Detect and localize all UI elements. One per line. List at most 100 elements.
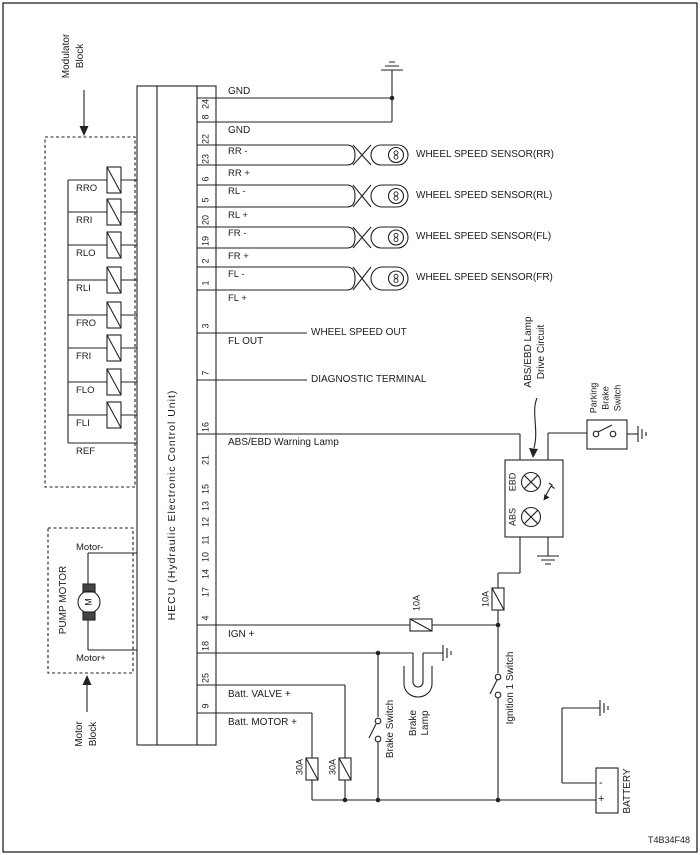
pin-number-6: 6 (200, 176, 211, 182)
motor-m-label: M (83, 598, 94, 606)
warning-lamp-circuit (216, 397, 647, 625)
fl-plus-label: FL + (228, 293, 247, 304)
brake-switch-label: Brake Switch (385, 699, 396, 759)
batt-valve-label: Batt. VALVE + (228, 689, 291, 700)
leader-line (533, 397, 538, 449)
ebd-label: EBD (507, 472, 518, 492)
wheel-speed-sensor-fr-label: WHEEL SPEED SENSOR(FR) (416, 272, 553, 283)
gnd-label-bottom: GND (228, 125, 251, 136)
fr-plus-label: FR + (228, 251, 249, 262)
pin-number-20: 20 (200, 214, 211, 226)
fuse-30a-motor-label: 30A (294, 758, 305, 776)
pin-number-2: 2 (200, 258, 211, 264)
pump-motor-block (47, 527, 137, 712)
pin-number-19: 19 (200, 235, 211, 247)
sensor-fr (216, 226, 409, 249)
fuse-30a-valve-label: 30A (327, 758, 338, 776)
arrowhead (79, 126, 89, 136)
pin-number-17: 17 (200, 586, 211, 598)
fuse-10a-lamp-label: 10A (480, 590, 491, 608)
sensor-rr (216, 144, 409, 166)
battery-plus-sign: + (598, 793, 605, 805)
pin-number-11: 11 (200, 535, 211, 545)
earth-ground-icon (381, 61, 403, 71)
fr-minus-label: FR - (228, 228, 247, 239)
arrowhead (82, 675, 92, 685)
ebd-lamp-icon (520, 471, 542, 493)
valve-label-fli: FLI (76, 418, 90, 429)
brake-lamp-label-2: Lamp (420, 710, 431, 736)
modulator-block (44, 90, 137, 488)
switch-contact (374, 717, 382, 725)
pin-number-15: 15 (200, 483, 211, 495)
fuse-10a-ign-label: 10A (411, 594, 422, 612)
switch-contact (494, 691, 502, 699)
gnd-label-top: GND (228, 86, 251, 97)
motor-minus-label: Motor- (76, 542, 104, 553)
twist-icon (352, 184, 372, 208)
modulator-block-label-1: Modulator (61, 33, 72, 79)
brush-icon (82, 583, 96, 593)
sensor-fl (216, 266, 409, 291)
pin-number-1: 1 (200, 280, 211, 286)
switch-contact (494, 673, 502, 681)
pump-motor-label: PUMP MOTOR (58, 565, 69, 635)
batt-motor-label: Batt. MOTOR + (228, 717, 297, 728)
abs-ebd-warning-lamp-label: ABS/EBD Warning Lamp (228, 437, 339, 448)
valve-label-rri: RRI (76, 215, 93, 226)
wheel-speed-sensor-fl-label: WHEEL SPEED SENSOR(FL) (416, 231, 552, 242)
pin-number-16: 16 (200, 421, 211, 433)
motor-block-label-1: Motor (74, 721, 85, 747)
pin-number-18: 18 (200, 640, 211, 652)
pin-number-3: 3 (200, 323, 211, 329)
pin-number-5: 5 (200, 197, 211, 203)
earth-ground-icon (599, 700, 609, 716)
pin-number-21: 21 (200, 454, 211, 466)
pin-number-10: 10 (200, 551, 211, 563)
doc-code: T4B34F48 (647, 835, 690, 845)
rr-minus-label: RR - (228, 146, 248, 157)
twist-icon (352, 144, 372, 166)
battery-symbol (561, 700, 619, 814)
valve-label-rro: RRO (76, 183, 98, 194)
pin-number-14: 14 (200, 568, 211, 580)
valve-label-flo: FLO (76, 385, 95, 396)
sensor-rl (216, 184, 409, 208)
valve-label-fro: FRO (76, 318, 97, 329)
parking-label-2: Brake (600, 386, 611, 410)
modulator-block-label-2: Block (75, 43, 86, 69)
rl-plus-label: RL + (228, 210, 248, 221)
abs-lamp-icon (520, 506, 542, 528)
ign-label: IGN + (228, 629, 255, 640)
ignition-circuit (216, 618, 502, 800)
brake-lamp-label-1: Brake (408, 709, 419, 737)
switch-contact (609, 430, 617, 438)
lamp-drive-label-2: Drive Circuit (536, 324, 547, 380)
hecu-label: HECU (Hydraulic Electronic Control Unit) (166, 389, 178, 621)
pin-number-4: 4 (200, 615, 211, 621)
rl-minus-label: RL - (228, 186, 246, 197)
earth-ground-icon (537, 555, 559, 565)
switch-contact (592, 430, 600, 438)
switch-lever (489, 679, 498, 695)
fl-out-label: FL OUT (228, 336, 264, 347)
earth-ground-icon (637, 426, 647, 442)
switch-lever (597, 424, 613, 433)
parking-label-3: Switch (612, 384, 623, 412)
pin-number-23: 23 (200, 153, 211, 165)
sensor-icon (387, 187, 405, 205)
valve-label-fri: FRI (76, 351, 92, 362)
sensor-icon (387, 146, 405, 164)
motor-block-label-2: Block (88, 721, 99, 747)
brake-lamp-icon (403, 666, 433, 698)
sensor-icon (387, 229, 405, 246)
wheel-speed-sensor-rr-label: WHEEL SPEED SENSOR(RR) (416, 149, 554, 160)
battery-minus-sign: - (599, 777, 603, 789)
twist-icon (352, 226, 372, 249)
lamp-filament (412, 681, 424, 688)
battery-feeds (216, 684, 596, 801)
pin-number-8: 8 (200, 114, 211, 120)
